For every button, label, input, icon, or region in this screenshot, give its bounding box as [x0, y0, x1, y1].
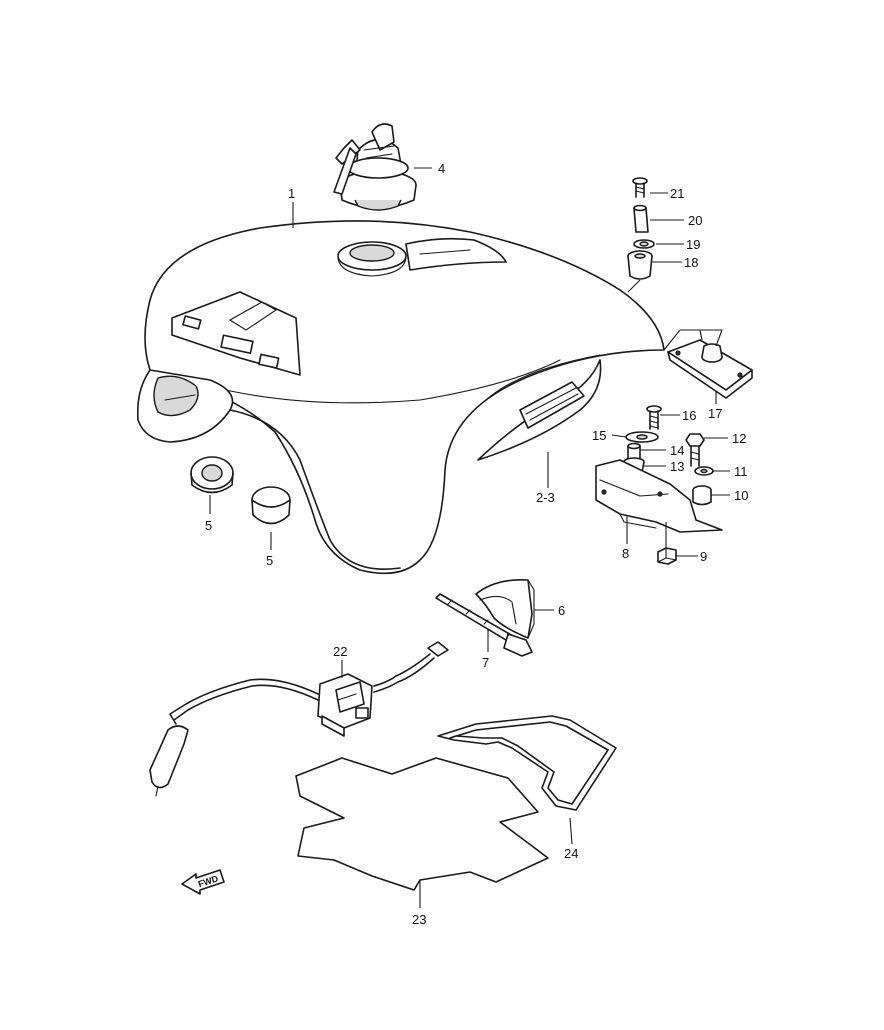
callout-5b: 5 — [266, 553, 273, 568]
callout-2-3: 2-3 — [536, 490, 555, 505]
callout-20: 20 — [688, 213, 702, 228]
callout-11: 11 — [734, 464, 748, 479]
callout-14: 14 — [670, 443, 684, 458]
gasket-part-24 — [437, 715, 617, 811]
callout-labels: 1 4 21 20 19 18 17 16 15 14 13 12 11 10 … — [205, 161, 748, 927]
rear-mount-assembly — [595, 405, 723, 565]
callout-7: 7 — [482, 655, 489, 670]
bracket-part-17 — [667, 339, 753, 399]
callout-16: 16 — [682, 408, 696, 423]
callout-8: 8 — [622, 546, 629, 561]
fuel-cap-part-4 — [333, 123, 417, 211]
fuel-sender-part-22 — [149, 641, 449, 797]
callout-19: 19 — [686, 237, 700, 252]
insulator-part-23 — [295, 757, 549, 891]
callout-24: 24 — [564, 846, 578, 861]
cable-tie-part-7 — [435, 593, 533, 657]
callout-22: 22 — [333, 644, 347, 659]
cushion-part-5a — [190, 456, 234, 494]
callout-6: 6 — [558, 603, 565, 618]
callout-13: 13 — [670, 459, 684, 474]
callout-12: 12 — [732, 431, 746, 446]
leader-lines — [209, 167, 730, 908]
callout-23: 23 — [412, 912, 426, 927]
callout-5a: 5 — [205, 518, 212, 533]
callout-1: 1 — [288, 186, 295, 201]
fwd-arrow-icon: FWD — [181, 869, 225, 895]
callout-17: 17 — [708, 406, 722, 421]
fuel-tank-part-1 — [136, 220, 665, 575]
callout-21: 21 — [670, 186, 684, 201]
callout-18: 18 — [684, 255, 698, 270]
callout-9: 9 — [700, 549, 707, 564]
callout-15: 15 — [592, 428, 606, 443]
cushion-part-5b — [251, 486, 291, 525]
cushion-part-6 — [475, 578, 535, 639]
callout-4: 4 — [438, 161, 445, 176]
callout-10: 10 — [734, 488, 748, 503]
rear-mount-stack — [627, 177, 655, 280]
